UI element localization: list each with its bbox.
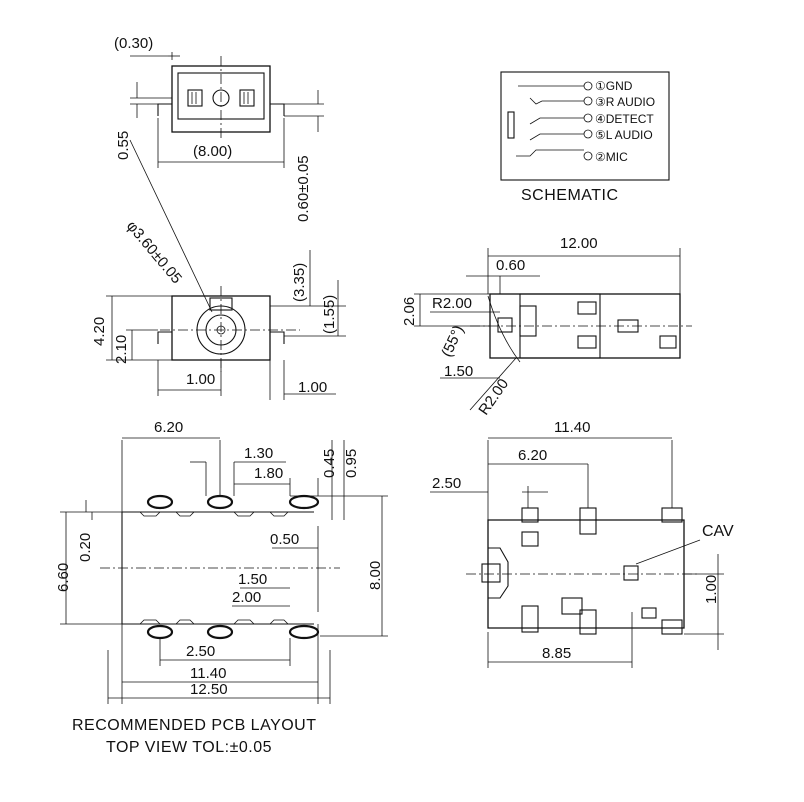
pcb-pad	[146, 624, 174, 640]
dim-front-offset: (0.30)	[114, 35, 153, 52]
dim-pcb-050: 0.50	[270, 531, 299, 548]
dim-plug-150: 1.50	[444, 363, 473, 380]
pcb-pad	[288, 624, 320, 640]
top-view-terminal	[579, 609, 597, 635]
dim-top-885: 8.85	[542, 645, 571, 662]
pcb-pad	[146, 494, 174, 510]
label-top-cav: CAV	[702, 523, 734, 540]
dim-plug-1200: 12.00	[560, 235, 598, 252]
top-view-terminal	[521, 605, 539, 633]
pcb-pad	[206, 494, 234, 510]
dim-pcb-620: 6.20	[154, 419, 183, 436]
dim-plug-r200a: R2.00	[432, 295, 472, 312]
dim-pcb-250: 2.50	[186, 643, 215, 660]
dim-pcb-1140: 11.40	[190, 665, 226, 682]
schematic-pin-5: ⑤L AUDIO	[595, 128, 653, 142]
dim-plug-060: 0.60	[496, 257, 525, 274]
schematic-sleeve	[507, 111, 515, 139]
pcb-layout: 6.20 1.30 1.80 0.45 0.95 6.60 0.20 0.50 …	[55, 419, 388, 756]
dim-pcb-130: 1.30	[244, 445, 273, 462]
front-view-contact-left	[187, 89, 203, 107]
plug-side-view: 12.00 0.60 2.06 R2.00 (55°) 1.50 R2.00	[401, 235, 692, 418]
schematic-pin-4: ④DETECT	[595, 112, 654, 126]
dim-pcb-045: 0.45	[321, 449, 338, 478]
pcb-caption-line2: TOP VIEW TOL:±0.05	[106, 739, 272, 756]
top-view-cav-mark	[623, 565, 639, 581]
schematic-title: SCHEMATIC	[521, 187, 619, 204]
dim-side-420: 4.20	[91, 317, 108, 346]
pcb-pad	[288, 494, 320, 510]
dim-side-diameter: φ3.60±0.05	[123, 218, 185, 287]
schematic-pin-2: ②MIC	[595, 150, 628, 164]
dim-pcb-1250: 12.50	[190, 681, 228, 698]
dim-front-width: (8.00)	[193, 143, 232, 160]
schematic-pin-1: ①GND	[595, 79, 633, 93]
dim-plug-206: 2.06	[401, 297, 418, 326]
dim-pcb-180: 1.80	[254, 465, 283, 482]
dim-side-100a: 1.00	[186, 371, 215, 388]
top-view-terminal	[521, 507, 539, 523]
dim-pcb-020: 0.20	[77, 533, 94, 562]
top-view: 11.40 6.20 2.50 CAV 1.00 8.85	[430, 419, 734, 668]
dim-pcb-800: 8.00	[367, 561, 384, 590]
side-view-lead-left	[157, 331, 172, 344]
schematic-frame	[500, 71, 670, 181]
dim-plug-55: (55°)	[438, 323, 467, 360]
dim-side-100b: 1.00	[298, 379, 327, 396]
dim-pcb-200: 2.00	[232, 589, 261, 606]
pcb-caption-line1: RECOMMENDED PCB LAYOUT	[72, 717, 317, 734]
side-view-lead-right	[270, 331, 285, 344]
front-view-lead-right	[270, 103, 285, 116]
schematic: ①GND ③R AUDIO ④DETECT ⑤L AUDIO ②MIC SCHE…	[500, 71, 670, 204]
dim-top-250: 2.50	[432, 475, 461, 492]
dim-top-1140: 11.40	[554, 419, 590, 436]
dim-pcb-660: 6.60	[55, 563, 72, 592]
schematic-pin-3: ③R AUDIO	[595, 95, 655, 109]
front-view-lead-left	[157, 103, 172, 116]
front-view: (0.30) 0.55 (8.00) 0.60±0.05	[114, 35, 324, 222]
plug-side-contact	[497, 317, 513, 333]
front-view-contact-right	[239, 89, 255, 107]
dim-front-lead: 0.60±0.05	[295, 155, 312, 222]
dim-top-620: 6.20	[518, 447, 547, 464]
pcb-pad	[206, 624, 234, 640]
dim-front-height: 0.55	[115, 131, 132, 160]
dim-top-100: 1.00	[703, 575, 720, 604]
dim-side-155: (1.55)	[321, 295, 338, 334]
dim-pcb-150: 1.50	[238, 571, 267, 588]
dim-side-210: 2.10	[113, 335, 130, 364]
dim-pcb-095: 0.95	[343, 449, 360, 478]
dim-plug-r200b: R2.00	[475, 376, 512, 419]
dim-side-335: (3.35)	[291, 263, 308, 302]
top-view-terminal	[661, 619, 683, 635]
top-view-body	[487, 519, 685, 629]
